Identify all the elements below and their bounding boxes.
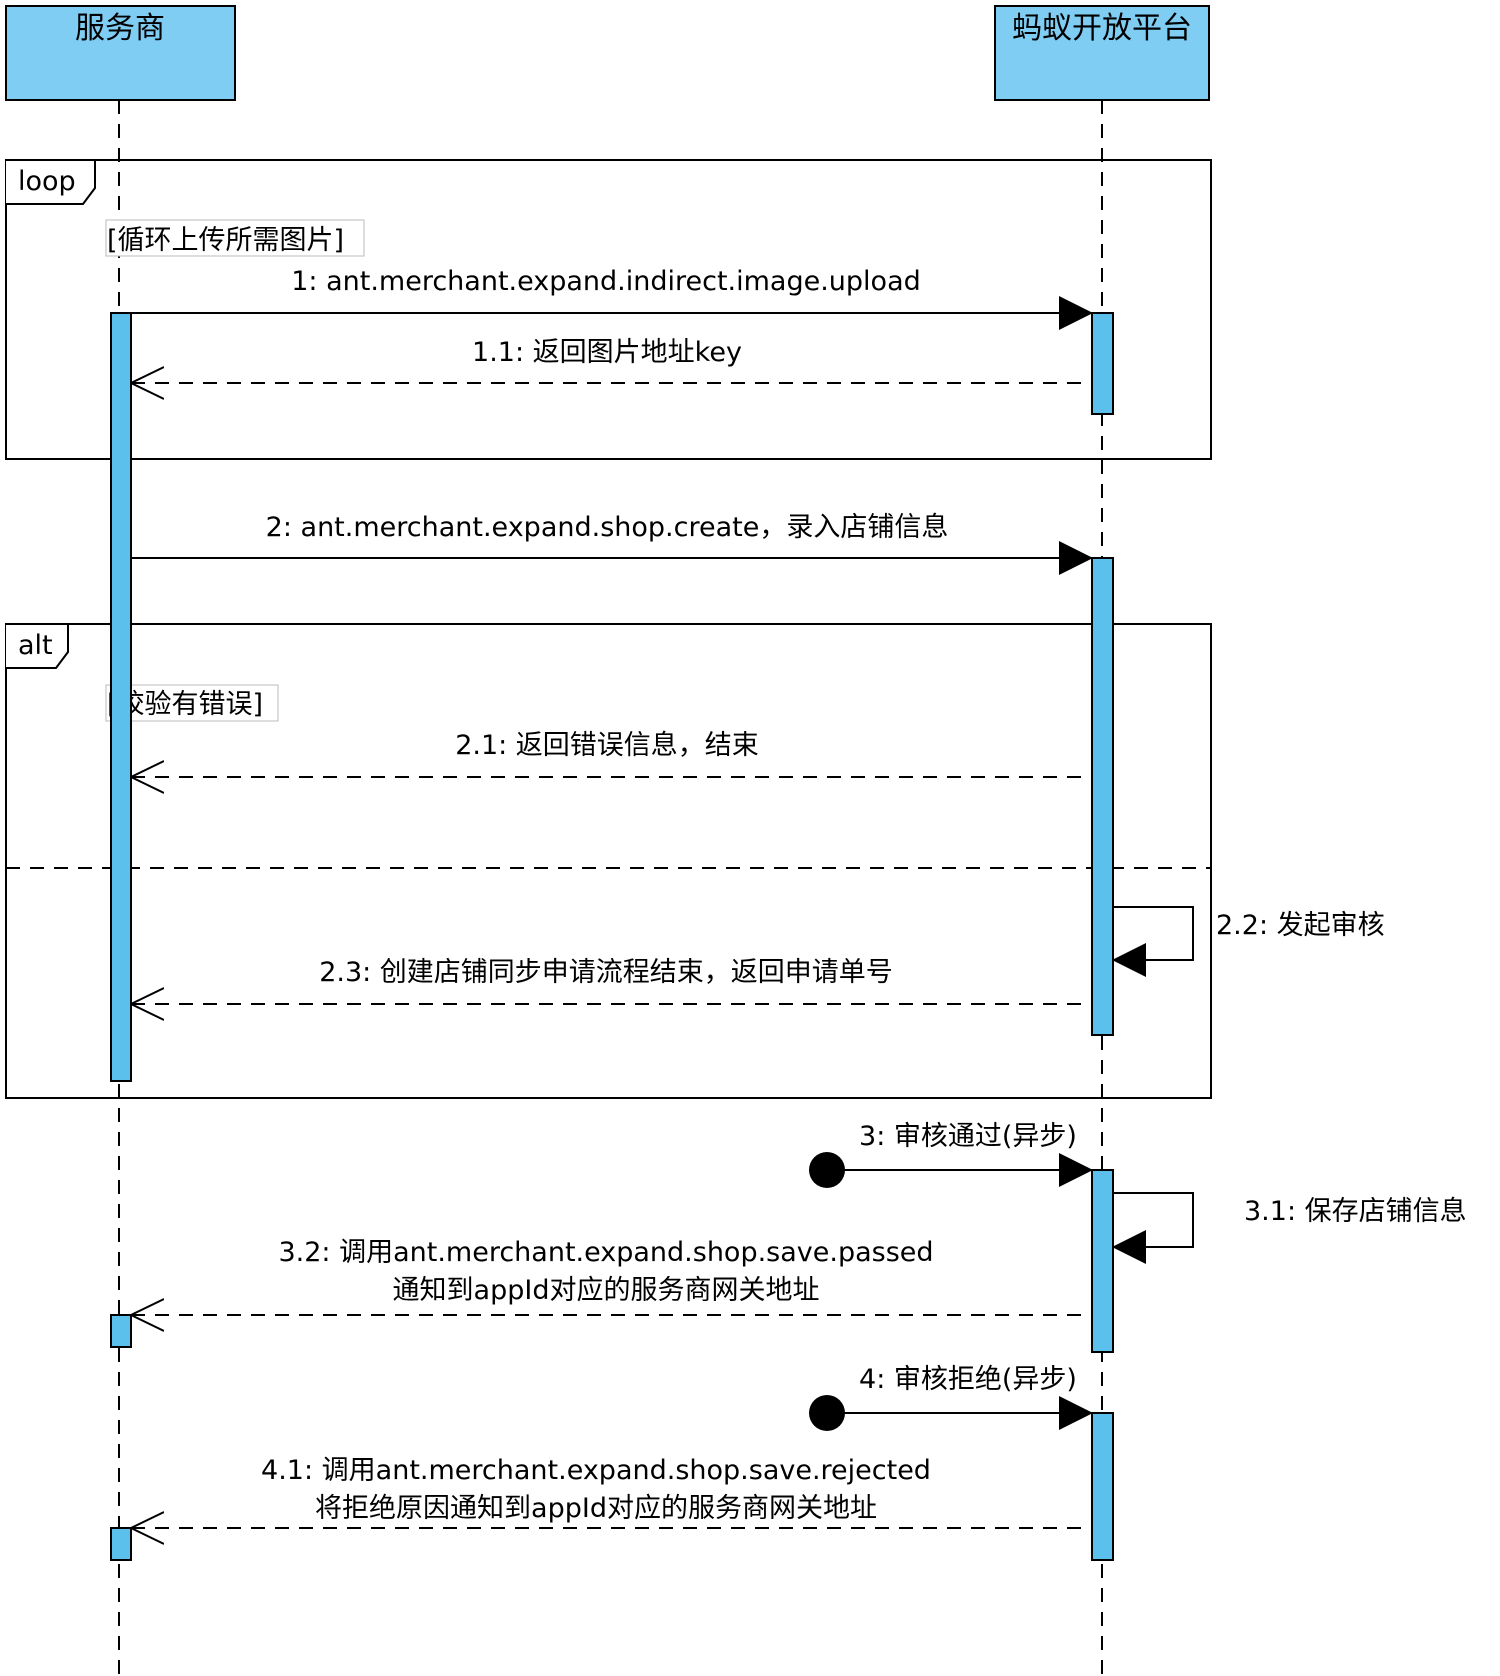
message-label: 2: ant.merchant.expand.shop.create，录入店铺信… (266, 512, 949, 543)
message-label: 2.3: 创建店铺同步申请流程结束，返回申请单号 (319, 957, 893, 988)
participant-name: 服务商 (75, 11, 165, 46)
message-label: 3.1: 保存店铺信息 (1244, 1196, 1467, 1227)
message-1: 1: ant.merchant.expand.indirect.image.up… (131, 266, 1093, 330)
fragment-guard: [循环上传所需图片] (107, 225, 344, 256)
activation-bar-service-provider-rejected (110, 1527, 132, 1561)
activation-bar-platform-create (1091, 557, 1114, 1036)
message-3-1-self: 3.1: 保存店铺信息 (1112, 1192, 1467, 1264)
message-2: 2: ant.merchant.expand.shop.create，录入店铺信… (131, 512, 1093, 575)
message-label: 3.2: 调用ant.merchant.expand.shop.save.pas… (278, 1237, 933, 1268)
loop-fragment: loop [循环上传所需图片] (5, 159, 1212, 460)
participant-ant-open-platform: 蚂蚁开放平台 (994, 5, 1210, 101)
message-label: 2.2: 发起审核 (1216, 910, 1385, 941)
message-2-3: 2.3: 创建店铺同步申请流程结束，返回申请单号 (131, 957, 1092, 1004)
message-label: 4.1: 调用ant.merchant.expand.shop.save.rej… (261, 1455, 931, 1486)
message-label-line2: 通知到appId对应的服务商网关地址 (393, 1275, 820, 1306)
message-label: 4: 审核拒绝(异步) (859, 1364, 1077, 1395)
message-label-line2: 将拒绝原因通知到appId对应的服务商网关地址 (315, 1493, 877, 1524)
fragment-guard: [校验有错误] (107, 689, 263, 720)
activation-bar-platform-upload (1091, 312, 1114, 415)
message-label: 1: ant.merchant.expand.indirect.image.up… (291, 266, 921, 297)
activation-bar-service-provider-passed (110, 1314, 132, 1348)
activation-bar-platform-passed (1091, 1169, 1114, 1353)
activation-bar-platform-rejected (1091, 1412, 1114, 1561)
alt-fragment: alt [校验有错误] (5, 623, 1212, 1099)
activation-bar-service-provider-main (110, 312, 132, 1082)
fragment-operator: loop (18, 166, 76, 197)
message-3-2: 3.2: 调用ant.merchant.expand.shop.save.pas… (131, 1237, 1092, 1315)
message-2-1: 2.1: 返回错误信息，结束 (131, 730, 1092, 777)
message-label: 1.1: 返回图片地址key (472, 337, 742, 368)
message-2-2-self: 2.2: 发起审核 (1112, 906, 1385, 977)
message-label: 2.1: 返回错误信息，结束 (455, 730, 759, 761)
message-label: 3: 审核通过(异步) (859, 1121, 1077, 1152)
fragment-operator: alt (18, 630, 53, 661)
message-4-1: 4.1: 调用ant.merchant.expand.shop.save.rej… (131, 1455, 1092, 1528)
participant-service-provider: 服务商 (5, 5, 236, 101)
message-1-1: 1.1: 返回图片地址key (131, 337, 1092, 383)
message-3-found: 3: 审核通过(异步) (809, 1121, 1093, 1188)
participant-name: 蚂蚁开放平台 (1012, 11, 1192, 46)
message-4-found: 4: 审核拒绝(异步) (809, 1364, 1093, 1431)
